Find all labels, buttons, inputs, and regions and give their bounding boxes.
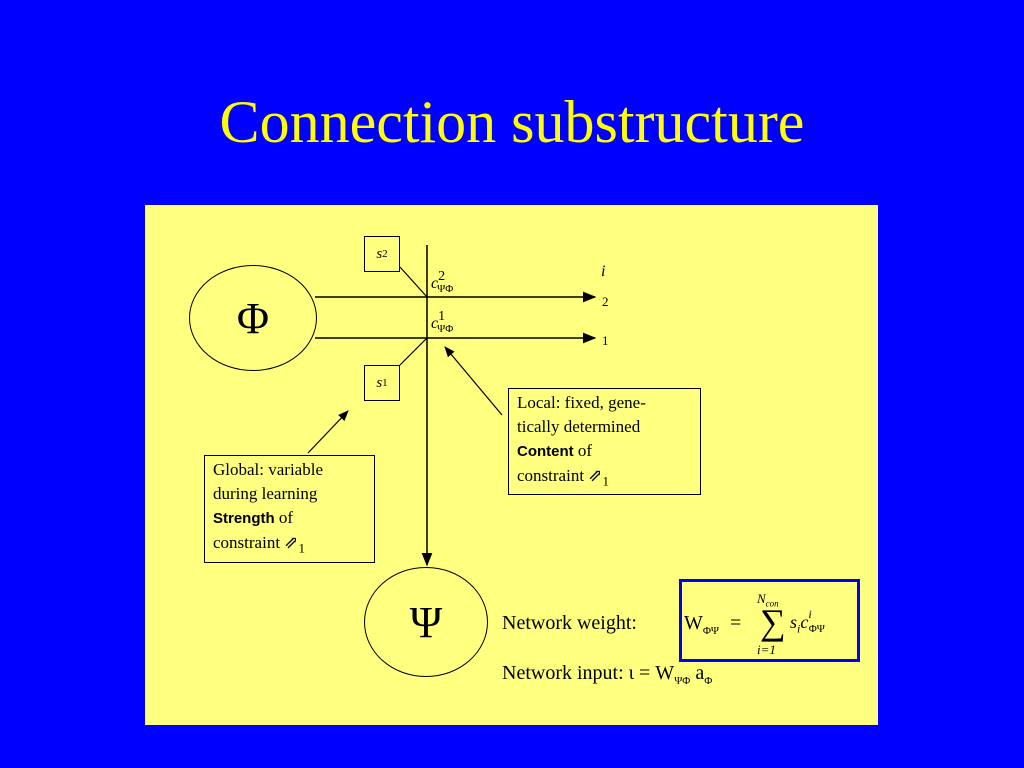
sigma-symbol: ∑ [760,602,786,642]
link-s1 [399,337,428,366]
network-weight-label: Network weight: [502,612,637,634]
local-info-box: Local: fixed, gene- tically determined C… [508,388,701,495]
link-s2 [399,266,428,298]
global-info-box: Global: variable during learning Strengt… [204,455,375,563]
row-label-2: 2 [602,294,609,309]
i-label: i [601,263,606,280]
constraint-arrow-icon: ⇗ [588,466,603,485]
c-psi-phi-1: c1ΨΦ [431,309,454,335]
arrow-local [444,346,503,416]
phi-symbol: Φ [236,293,270,343]
slide-title: Connection substructure [219,89,805,155]
c-psi-phi-2: c2ΨΦ [431,269,454,295]
psi-node: Ψ [364,567,488,677]
sum-lower: i=1 [757,642,776,657]
arrow-global [307,410,349,454]
network-input: Network input: ι = WΨΦ aΦ [502,662,713,687]
connection-lines [307,245,597,567]
sum-upper: Ncon [757,591,779,609]
weight-formula: WΦΨ = [684,612,742,637]
weight-formula-box [679,579,860,662]
phi-node: Φ [189,265,317,371]
constraint-arrow-icon: ⇗ [284,533,299,552]
psi-symbol: Ψ [409,597,443,647]
row-label-1: 1 [602,333,609,348]
sum-term: siciΦΨ [790,607,825,636]
